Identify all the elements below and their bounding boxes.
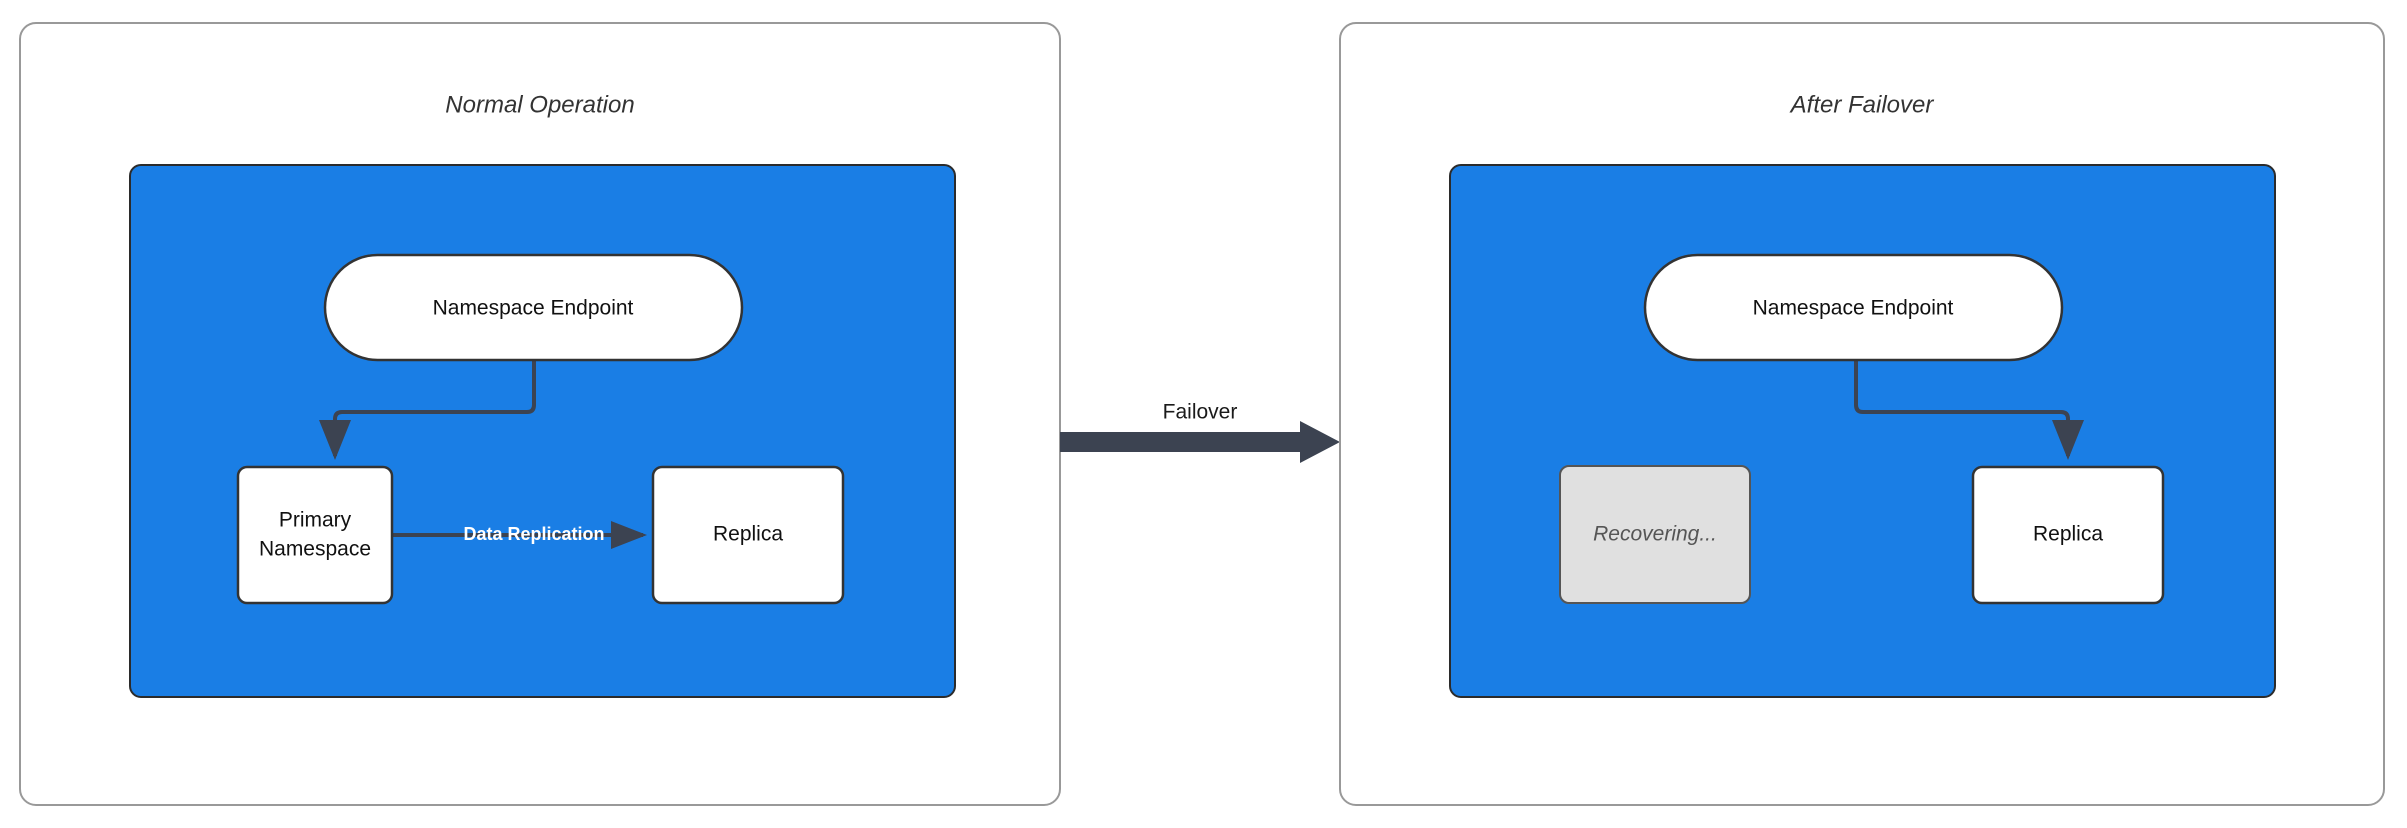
node-namespace-endpoint-left[interactable]: Namespace Endpoint: [323, 253, 744, 362]
node-shape-replica-left: [651, 465, 845, 605]
node-label-recovering: Recovering...: [1593, 523, 1717, 546]
node-replica-left[interactable]: Replica: [651, 465, 845, 605]
node-label-namespace-endpoint-left: Namespace Endpoint: [433, 297, 634, 320]
node-label-replica-right: Replica: [2033, 523, 2103, 546]
transition-failover: Failover: [1060, 401, 1340, 463]
node-label-primary-namespace-line1: Primary: [279, 509, 352, 532]
node-shape-recovering: [1559, 465, 1751, 604]
transition-arrow-shape: [1060, 421, 1340, 463]
node-namespace-endpoint-right[interactable]: Namespace Endpoint: [1643, 253, 2064, 362]
edge-endpoint-to-replica: [1854, 360, 2084, 460]
node-label-namespace-endpoint-right: Namespace Endpoint: [1753, 297, 1954, 320]
cluster-box-normal-operation: [129, 164, 956, 698]
edge-endpoint-to-primary: [319, 360, 536, 460]
panel-after-failover: After Failover Namespace Endpoint Recove…: [1339, 22, 2385, 806]
transition-label-failover: Failover: [1163, 401, 1238, 424]
edge-label-data-replication: Data Replication: [463, 524, 604, 544]
node-label-replica-left: Replica: [713, 523, 783, 546]
node-shape-replica-right: [1971, 465, 2165, 605]
panel-title-after-failover: After Failover: [1789, 91, 1935, 118]
node-primary-namespace[interactable]: Primary Namespace: [236, 465, 394, 605]
node-label-primary-namespace-line2: Namespace: [259, 538, 371, 561]
panel-title-normal-operation: Normal Operation: [445, 91, 634, 118]
node-replica-right[interactable]: Replica: [1971, 465, 2165, 605]
node-shape-namespace-endpoint-right: [1643, 253, 2064, 362]
node-shape-primary-namespace: [236, 465, 394, 605]
panel-normal-operation: Normal Operation Data Replication Namesp…: [19, 22, 1061, 806]
cluster-box-after-failover: [1449, 164, 2276, 698]
node-shape-namespace-endpoint-left: [323, 253, 744, 362]
node-recovering[interactable]: Recovering...: [1559, 465, 1751, 604]
